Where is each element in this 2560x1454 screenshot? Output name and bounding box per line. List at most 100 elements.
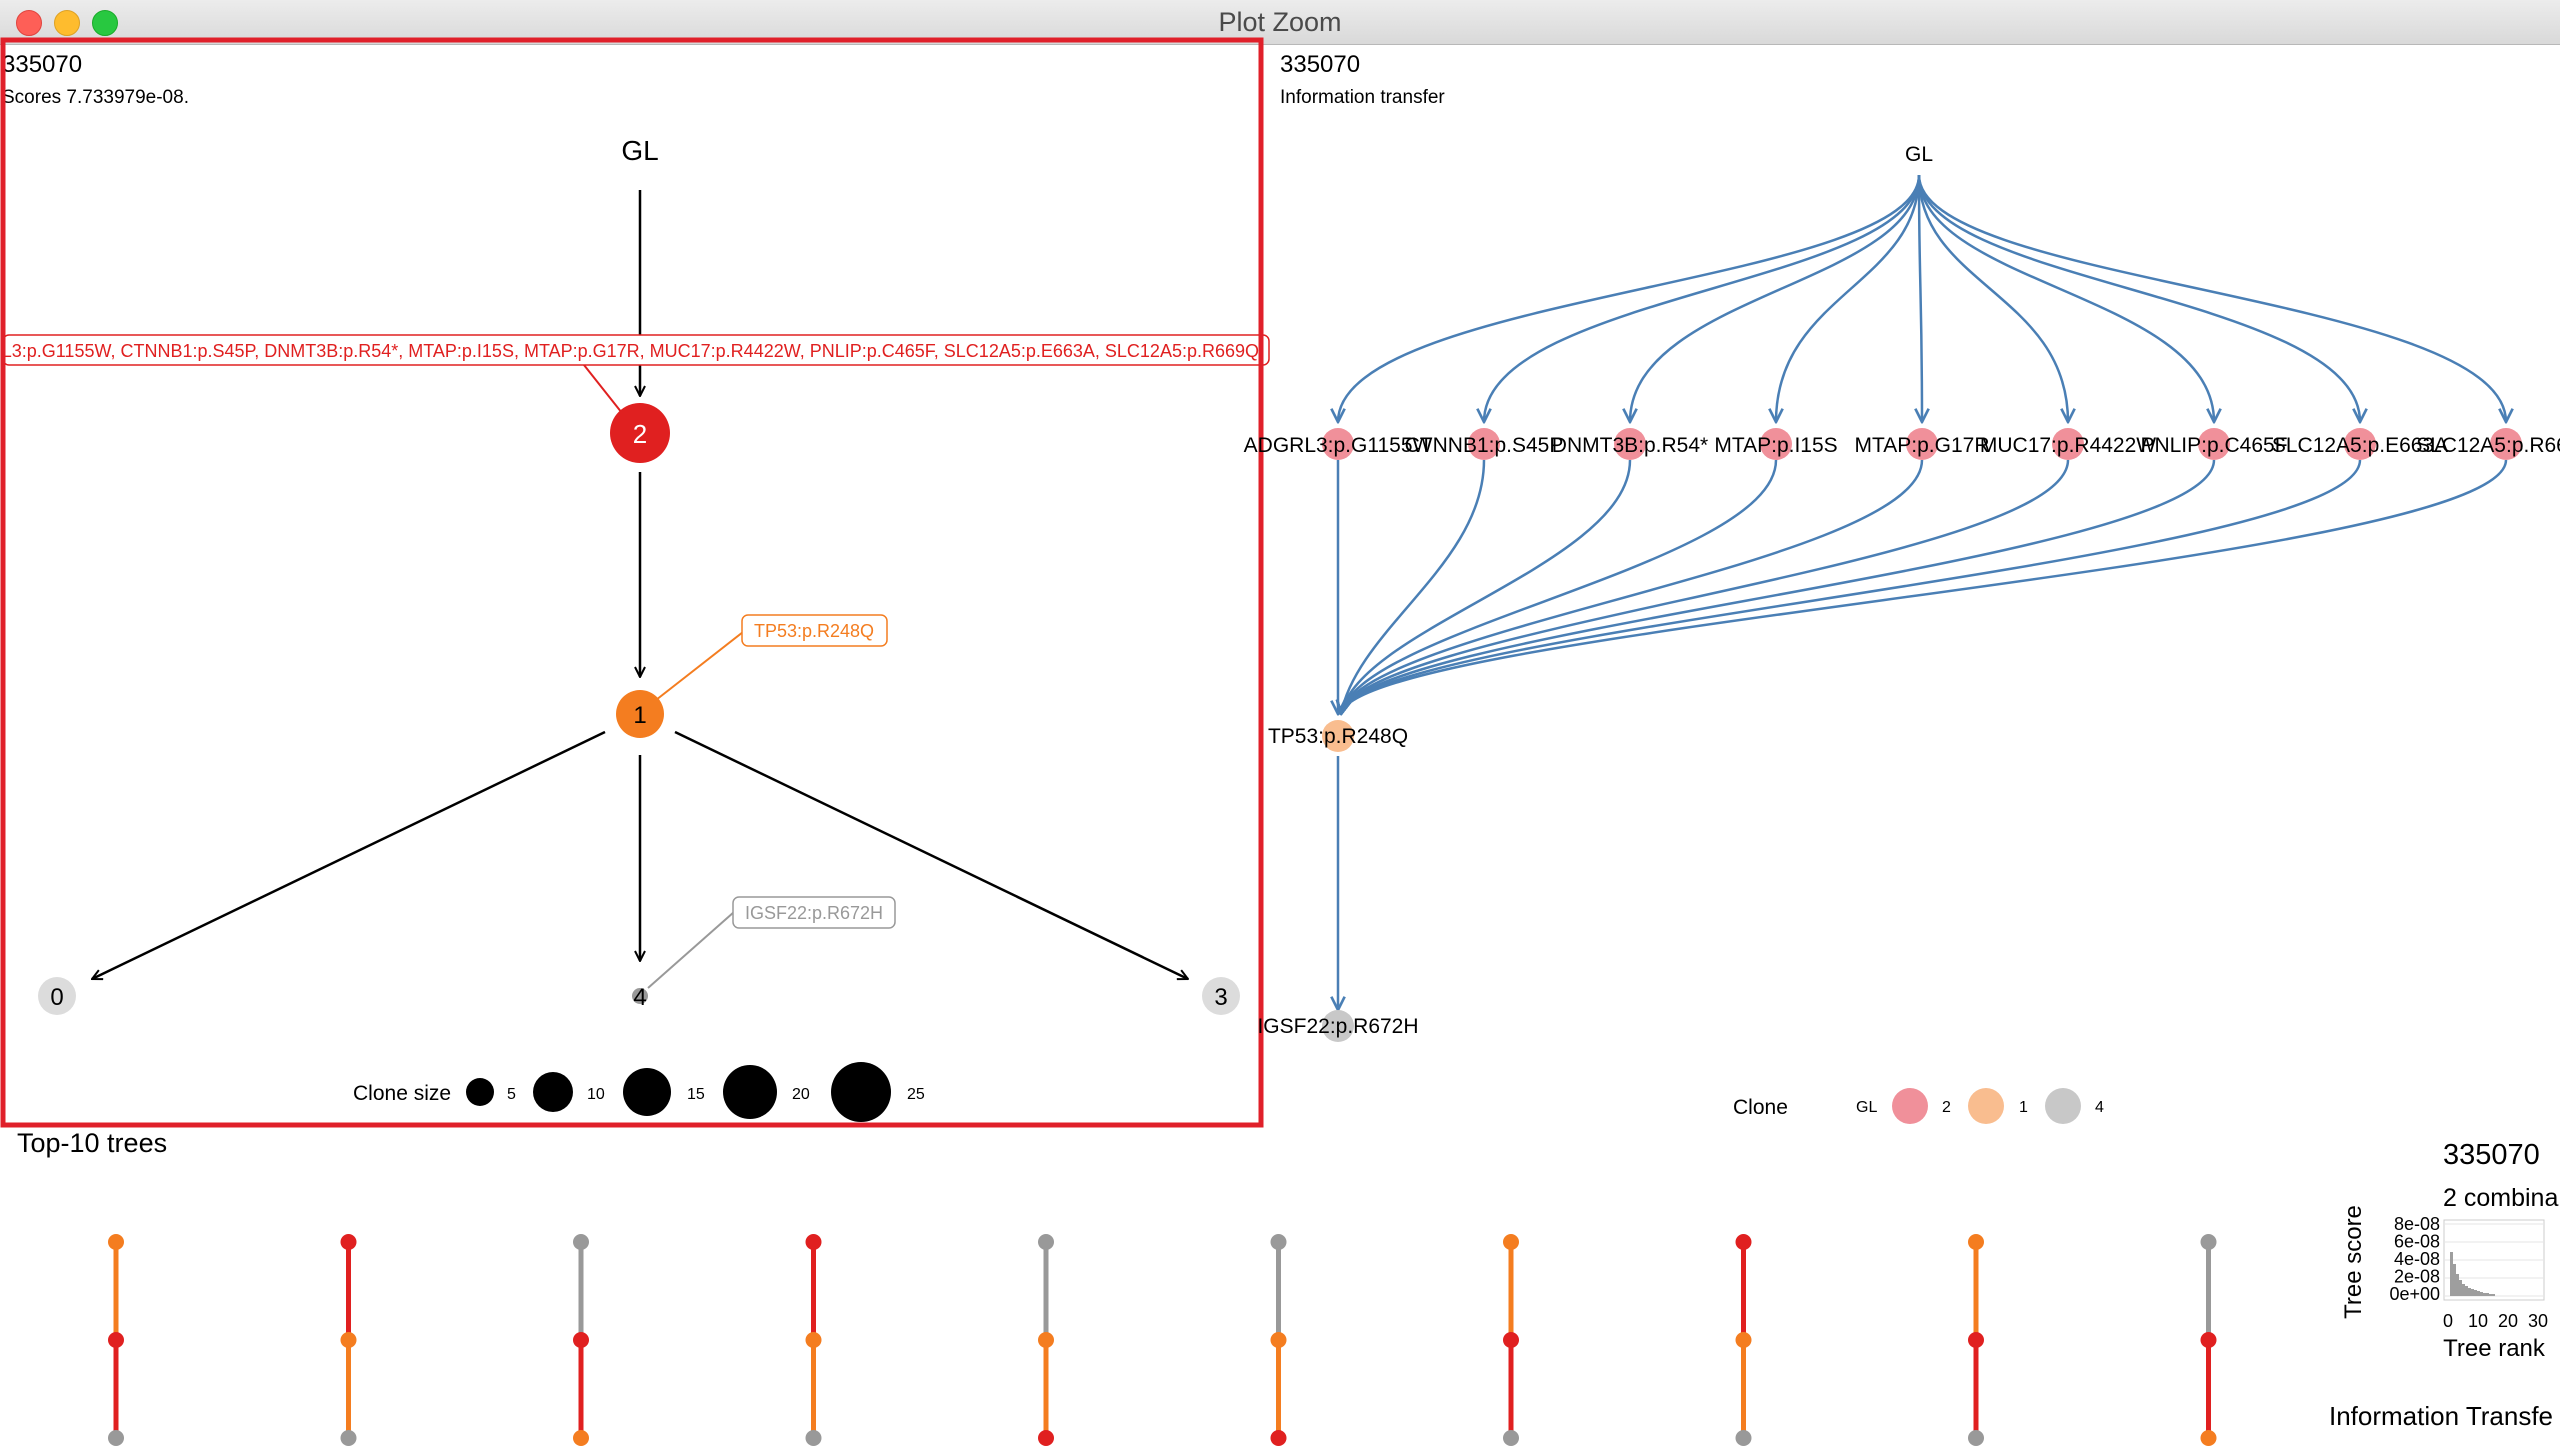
top-tree-node (1735, 1430, 1752, 1446)
igsf22-node-label: IGSF22:p.R672H (1257, 1015, 1418, 1038)
clone-legend-label-2: 2 (1942, 1099, 1951, 1116)
edge-1-to-0 (92, 730, 606, 979)
top-tree-node (573, 1234, 589, 1250)
clone-size-label-15: 15 (687, 1086, 705, 1103)
clone-size-label-10: 10 (587, 1086, 605, 1103)
clone-size-label-20: 20 (792, 1086, 810, 1103)
edge-gl-to-mtap-p-g17r (1919, 174, 1922, 422)
score-bar (2453, 1264, 2456, 1296)
edge-slc12a5-p-r669q-to-tp53 (1341, 459, 2508, 714)
edge-gl-to-dnmt3b-p-r54- (1630, 174, 1921, 422)
score-panel-subtitle: 2 combina (2443, 1184, 2558, 1212)
top-tree-7[interactable] (1503, 1234, 1519, 1446)
maximize-window-button[interactable] (92, 10, 118, 36)
top-tree-node (2200, 1430, 2217, 1446)
score-bars (2450, 1252, 2495, 1296)
clone-size-label-5: 5 (507, 1086, 516, 1103)
score-bar (2492, 1294, 2495, 1296)
edge-gl-to-slc12a5-p-e663a (1917, 174, 2360, 422)
top-tree-5[interactable] (1038, 1234, 1054, 1446)
score-panel-title: 335070 (2443, 1139, 2540, 1171)
top-tree-node (1503, 1430, 1519, 1446)
mutation-node-label-adgrl3-p-g1155w: ADGRL3:p.G1155W (1244, 434, 1433, 457)
clone-legend-label-1: 1 (2019, 1099, 2028, 1116)
score-bar (2450, 1252, 2453, 1296)
top-tree-node (1038, 1234, 1054, 1250)
mutation-node-label-ctnnb1-p-s45p: CTNNB1:p.S45P (1405, 434, 1564, 457)
tp53-node (1322, 720, 1354, 752)
top-tree-node (1270, 1430, 1287, 1446)
root-label-gl: GL (621, 135, 658, 166)
mutation-node-label-mtap-p-i15s: MTAP:p.I15S (1714, 434, 1837, 457)
edge-ctnnb1-p-s45p-to-tp53 (1341, 459, 1486, 714)
top-tree-8[interactable] (1735, 1234, 1752, 1446)
edge-mtap-p-g17r-to-tp53 (1341, 459, 1924, 714)
top-tree-node (1968, 1234, 1984, 1250)
score-bar (2471, 1289, 2474, 1296)
minimize-window-button[interactable] (54, 10, 80, 36)
top-tree-3[interactable] (573, 1234, 589, 1446)
top-tree-2[interactable] (340, 1234, 357, 1446)
clone-size-dot-10 (533, 1072, 573, 1112)
clone-node-2 (610, 403, 670, 463)
top-tree-node (340, 1332, 357, 1348)
clone1-mutations-text: TP53:p.R248Q (754, 621, 874, 641)
clone-node-4 (632, 988, 648, 1004)
clone4-annotation-leader (647, 911, 735, 989)
clone-node-1 (616, 690, 664, 738)
top-tree-node (573, 1430, 589, 1446)
mutation-node-label-slc12a5-p-e663a: SLC12A5:p.E663A (2272, 434, 2448, 457)
clone4-annotation-box (732, 896, 896, 929)
edge-gl-to-adgrl3-p-g1155w (1338, 174, 1921, 422)
mutation-node-ctnnb1-p-s45p (1468, 428, 1500, 460)
score-ytick: 2e-08 (2394, 1267, 2440, 1287)
score-ytick: 6e-08 (2394, 1232, 2440, 1252)
close-window-button[interactable] (16, 10, 42, 36)
clone-size-dot-5 (466, 1078, 494, 1106)
top-tree-node (1503, 1332, 1519, 1348)
top-tree-node (108, 1430, 124, 1446)
mutation-node-pnlip-p-c465f (2198, 428, 2230, 460)
top-tree-node (1735, 1332, 1752, 1348)
score-bar (2465, 1286, 2468, 1296)
top-tree-node (1038, 1430, 1054, 1446)
top-tree-node (340, 1430, 357, 1446)
top-tree-node (805, 1332, 822, 1348)
score-bar (2480, 1292, 2483, 1296)
clone-node-4-label: 4 (633, 984, 646, 1011)
top-tree-9[interactable] (1968, 1234, 1984, 1446)
score-xtick: 30 (2528, 1311, 2548, 1331)
top-tree-node (108, 1332, 124, 1348)
top-tree-6[interactable] (1270, 1234, 1287, 1446)
top-tree-node (1968, 1430, 1984, 1446)
mutation-node-mtap-p-i15s (1760, 428, 1792, 460)
top-tree-1[interactable] (108, 1234, 124, 1446)
top-tree-node (2200, 1234, 2217, 1250)
top-tree-node (1038, 1332, 1054, 1348)
score-bar (2477, 1291, 2480, 1296)
top-tree-node (108, 1234, 124, 1250)
score-bar (2468, 1288, 2471, 1296)
tree-score-subtitle: Scores 7.733979e-08. (2, 87, 189, 108)
tree-score-panel: 335070 2 combina Tree score 8e-086e-084e… (2329, 1139, 2558, 1431)
top-tree-node (1270, 1234, 1287, 1250)
score-bar (2486, 1293, 2489, 1296)
edge-slc12a5-p-e663a-to-tp53 (1341, 459, 2362, 714)
mutation-node-muc17-p-r4422w (2052, 428, 2084, 460)
clone-tree-panel: 335070 Scores 7.733979e-08. GL 2 1 0 4 3… (0, 37, 1270, 1128)
top-tree-node (573, 1332, 589, 1348)
score-grid (2444, 1223, 2544, 1297)
mutation-to-tp53-edges (1338, 459, 2508, 714)
clone-size-label-25: 25 (907, 1086, 925, 1103)
score-xtick: 20 (2498, 1311, 2518, 1331)
top-trees-list (108, 1234, 2217, 1446)
top-tree-4[interactable] (805, 1234, 822, 1446)
clone1-annotation-box (741, 614, 888, 647)
clone-size-dot-15 (623, 1068, 671, 1116)
top-tree-node (805, 1430, 822, 1446)
top-tree-10[interactable] (2200, 1234, 2217, 1446)
score-bar (2462, 1284, 2465, 1296)
clone-legend-swatch-4 (2045, 1088, 2081, 1124)
score-xtick: 10 (2468, 1311, 2488, 1331)
